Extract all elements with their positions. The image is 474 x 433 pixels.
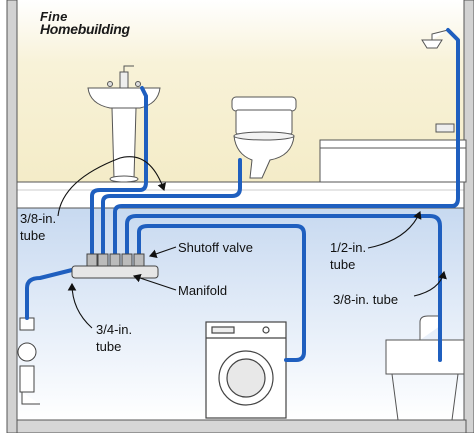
shower-head-icon [421,29,449,49]
label-38-tube-right: 3/8-in. tube [333,292,399,307]
fine-homebuilding-logo: Fine Homebuilding [40,10,130,36]
main-supply-tube [25,268,74,320]
label-12-tube-word: tube [330,257,356,272]
logo-line2: Homebuilding [40,21,130,37]
water-heater-valve-icon [17,317,40,405]
tub-supply-tube [113,28,460,258]
arrow-shutoff [148,246,177,258]
label-manifold: Manifold [178,283,228,298]
label-38-tube-left-size: 3/8-in. [20,211,57,226]
arrow-34 [67,282,93,329]
sink-supply-tube [90,86,148,258]
bathtub [319,123,467,183]
callout-arrows [57,156,447,329]
pedestal-sink [87,65,161,183]
right-wall [463,0,474,433]
label-12-tube-size: 1/2-in. [330,240,367,255]
utility-sink [385,315,465,421]
washing-machine [205,321,287,419]
toilet [231,96,297,179]
arrow-12 [367,210,422,249]
left-wall [6,0,18,433]
arrow-manifold [132,273,177,291]
label-38-tube-left-word: tube [20,228,46,243]
arrow-38-right [413,270,447,297]
toilet-supply-tube [101,158,242,258]
label-34-tube-word: tube [96,339,122,354]
label-34-tube-size: 3/4-in. [96,322,133,337]
label-shutoff-valve: Shutoff valve [178,240,253,255]
pex-tubing [25,28,460,362]
washer-supply-tube [137,224,306,362]
basement-floor [16,419,467,433]
logo-line1: Fine [40,9,68,24]
utility-sink-supply-tube [125,214,442,362]
arrow-38-left [57,156,166,217]
